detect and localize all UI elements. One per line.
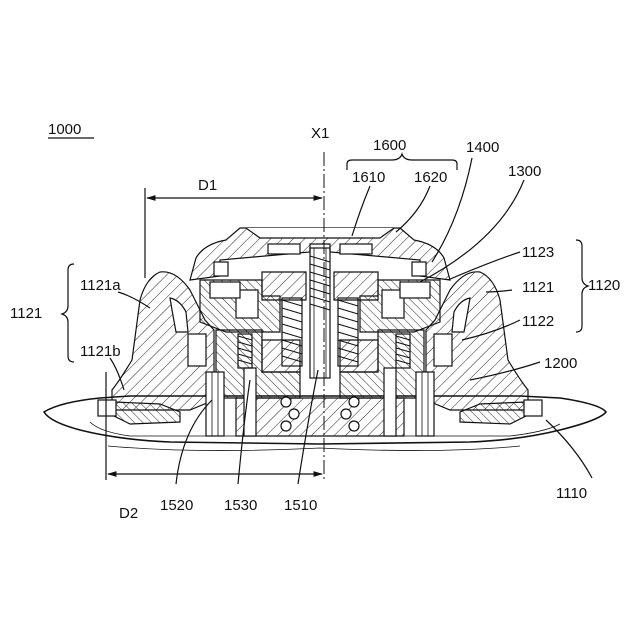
label-1530: 1530 xyxy=(224,497,257,514)
bracket-1600 xyxy=(347,154,457,170)
label-1121b: 1121b xyxy=(80,343,121,360)
label-1600: 1600 xyxy=(373,137,406,154)
label-1123: 1123 xyxy=(522,244,554,261)
label-1121-right: 1121 xyxy=(522,279,554,296)
label-1300: 1300 xyxy=(508,163,541,180)
label-1200: 1200 xyxy=(544,355,577,372)
axis-label-x1: X1 xyxy=(311,125,329,142)
assembly-ref-1000: 1000 xyxy=(48,121,81,138)
label-1620: 1620 xyxy=(414,169,447,186)
label-1121-left: 1121 xyxy=(10,305,42,322)
label-1520: 1520 xyxy=(160,497,193,514)
dim-label-d2: D2 xyxy=(119,505,138,522)
label-1400: 1400 xyxy=(466,139,499,156)
label-1121a: 1121a xyxy=(80,277,121,294)
label-1120: 1120 xyxy=(588,277,620,294)
label-1610: 1610 xyxy=(352,169,385,186)
bracket-1121-left xyxy=(62,264,74,362)
label-1122: 1122 xyxy=(522,313,554,330)
label-1110: 1110 xyxy=(556,485,587,502)
dim-label-d1: D1 xyxy=(198,177,217,194)
bracket-1120 xyxy=(576,240,588,332)
central-shaft-1510 xyxy=(310,248,330,378)
label-1510: 1510 xyxy=(284,497,317,514)
